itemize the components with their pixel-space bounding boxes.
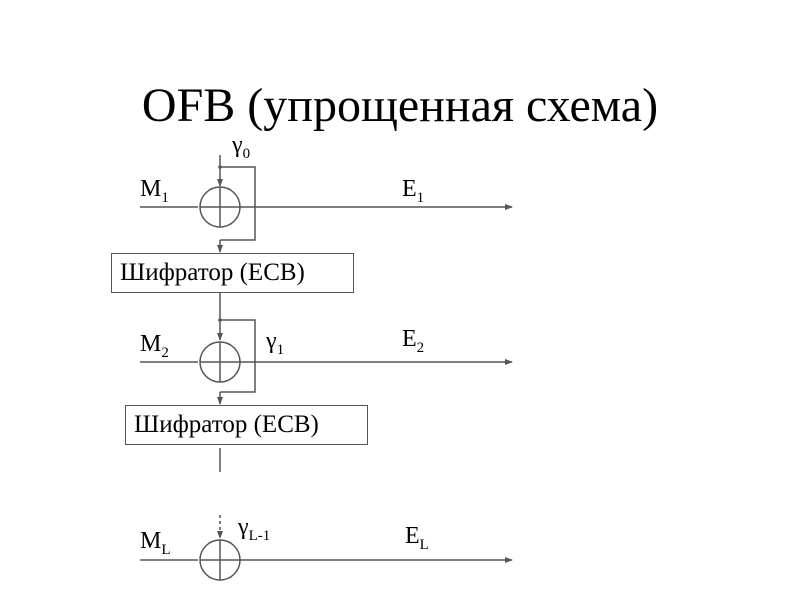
m2-label: M2 xyxy=(140,331,169,361)
gamma-0-label: γ0 xyxy=(232,132,251,162)
ml-label: ML xyxy=(140,528,171,558)
junction-dot-2 xyxy=(218,318,222,322)
el-label: EL xyxy=(405,523,429,553)
gamma-last-label: γL-1 xyxy=(238,514,271,544)
encryptor-block-1: Шифратор (ECB) xyxy=(111,253,354,293)
gamma1-feedback-line xyxy=(220,319,256,393)
gamma0-feedback-line xyxy=(220,166,256,241)
e2-label: E2 xyxy=(402,326,425,356)
encryptor-block-2: Шифратор (ECB) xyxy=(125,405,368,445)
junction-dot-1 xyxy=(218,165,222,169)
m1-label: M1 xyxy=(140,176,169,206)
gamma-1-label: γ1 xyxy=(266,328,285,358)
e1-label: E1 xyxy=(402,176,425,206)
slide-title: OFB (упрощенная схема) xyxy=(141,79,659,132)
